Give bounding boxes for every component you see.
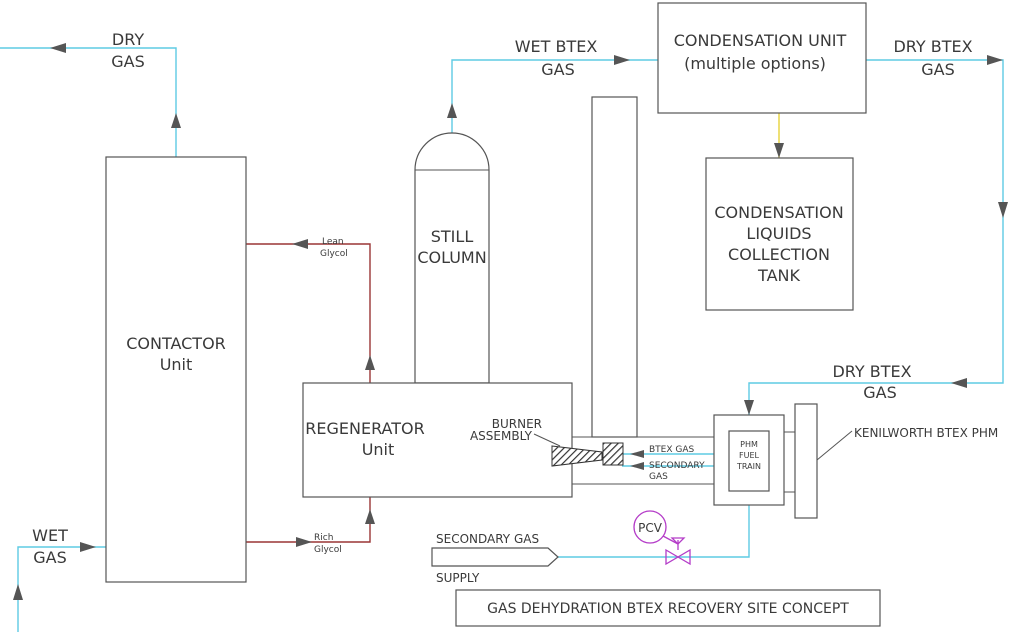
dry-gas-label-1: DRY: [112, 30, 144, 49]
arrow-secondary-gas-left: [630, 462, 644, 470]
secondary-supply-line: [558, 505, 750, 558]
burner-label-1: BURNER: [492, 417, 542, 431]
tank-label-1: CONDENSATION: [714, 203, 843, 222]
collection-tank: [705, 157, 854, 311]
arrow-btex-gas-left: [630, 450, 644, 458]
dry-btex-mid-label-1: DRY BTEX: [832, 362, 911, 381]
arrow-regen-up: [365, 355, 375, 370]
arrow-wet-gas-right: [80, 542, 96, 552]
kenilworth-phm-body: [794, 403, 818, 519]
arrow-liquids-down: [774, 143, 784, 158]
rich-glycol-label-2: Glycol: [314, 545, 342, 555]
arrow-rich-glycol-right: [296, 537, 312, 547]
regenerator-label-1: REGENERATOR: [305, 419, 424, 438]
arrow-dry-btex-left: [951, 378, 967, 388]
arrow-dry-gas-left: [50, 43, 66, 53]
regenerator-unit: [302, 382, 573, 498]
tank-label-3: COLLECTION: [728, 245, 830, 264]
condensation-unit: [657, 2, 867, 114]
contactor-unit: [105, 156, 247, 583]
secondary-supply-label-1: SECONDARY GAS: [436, 532, 539, 546]
arrow-dry-gas-up: [171, 113, 181, 128]
arrow-dry-btex-right: [987, 55, 1003, 65]
tank-label-4: TANK: [757, 266, 800, 285]
pcv-label: PCV: [638, 521, 663, 535]
contactor-label-2: Unit: [160, 355, 193, 374]
dry-btex-gas-line: [748, 59, 1004, 415]
arrow-wet-gas-up: [13, 584, 23, 600]
rich-glycol-line: [246, 497, 371, 543]
diagram-title: GAS DEHYDRATION BTEX RECOVERY SITE CONCE…: [487, 601, 849, 617]
arrow-dry-btex-down: [998, 202, 1008, 218]
lean-glycol-line: [246, 243, 371, 383]
wet-gas-line: [17, 546, 106, 632]
exhaust-stack: [591, 96, 638, 438]
burner-head: [602, 442, 624, 466]
burner-nozzle: [551, 445, 603, 467]
condensation-unit-label-2: (multiple options): [684, 54, 826, 73]
condensation-unit-label-1: CONDENSATION UNIT: [674, 31, 847, 50]
phm-label-3: TRAIN: [736, 462, 761, 471]
lean-glycol-label-1: Lean: [322, 237, 344, 247]
arrow-wet-btex-up: [447, 103, 457, 118]
phm-fuel-train: [728, 430, 770, 492]
dry-btex-mid-label-2: GAS: [863, 383, 897, 402]
dry-gas-line: [0, 47, 177, 157]
arrow-dry-btex-into-phm: [744, 400, 754, 415]
title-box: [455, 589, 881, 627]
still-label-2: COLUMN: [417, 248, 486, 267]
wet-gas-label-1: WET: [32, 526, 68, 545]
regenerator-label-2: Unit: [362, 440, 395, 459]
btex-gas-label: BTEX GAS: [649, 445, 695, 455]
still-label-1: STILL: [431, 227, 474, 246]
wet-btex-label-2: GAS: [541, 60, 575, 79]
kenilworth-label: KENILWORTH BTEX PHM: [854, 426, 998, 440]
dry-btex-top-label-2: GAS: [921, 60, 955, 79]
secondary-supply-label-2: SUPPLY: [436, 571, 480, 585]
lean-glycol-label-2: Glycol: [320, 249, 348, 259]
secondary-gas-supply-pipe: [431, 547, 559, 567]
pcv-valve: [633, 510, 691, 566]
phm-label-1: PHM: [740, 440, 758, 449]
rich-glycol-label-1: Rich: [314, 533, 333, 543]
burner-leader: [533, 433, 561, 447]
dry-btex-top-label-1: DRY BTEX: [893, 37, 972, 56]
still-column: [414, 132, 490, 384]
wet-gas-label-2: GAS: [33, 548, 67, 567]
dry-gas-label-2: GAS: [111, 52, 145, 71]
secondary-gas-label-2: GAS: [649, 472, 668, 482]
wet-btex-label-1: WET BTEX: [515, 37, 598, 56]
kenilworth-leader: [816, 430, 853, 461]
arrow-wet-btex-right: [614, 55, 630, 65]
burner-label-2: ASSEMBLY: [470, 429, 533, 443]
arrow-rich-glycol-up: [365, 509, 375, 524]
contactor-label-1: CONTACTOR: [126, 334, 226, 353]
phm-label-2: FUEL: [739, 451, 760, 460]
arrow-lean-glycol-left: [292, 239, 308, 249]
secondary-gas-label-1: SECONDARY: [649, 461, 705, 471]
tank-label-2: LIQUIDS: [746, 224, 811, 243]
